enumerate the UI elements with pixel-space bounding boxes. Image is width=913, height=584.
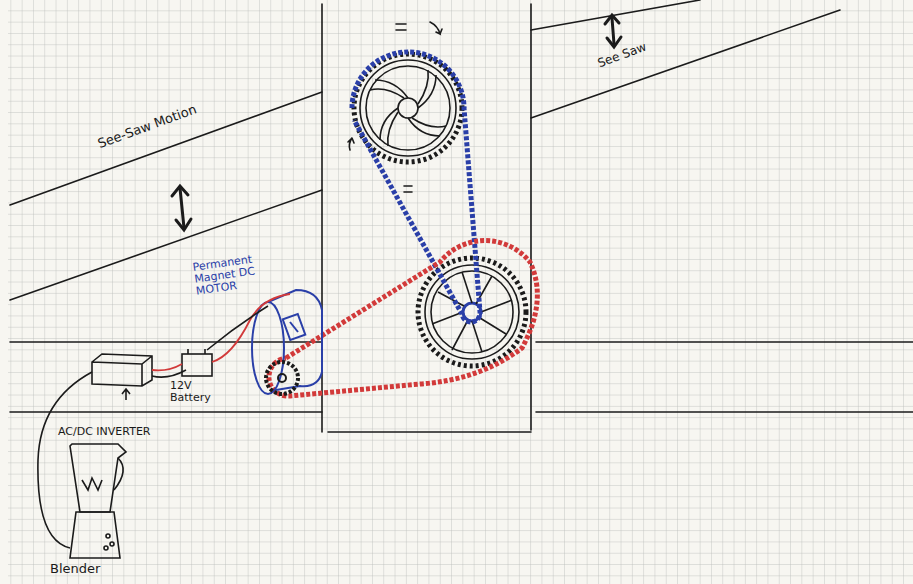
graph-paper [8,0,913,584]
inverter [92,354,152,400]
red-chain [269,241,537,397]
blue-chain [352,52,480,322]
inverter-label: AC/DC INVERTER [58,426,150,438]
blender-label: Blender [50,562,100,576]
battery [182,349,212,376]
blender [70,444,126,558]
battery-label: 12V Battery [170,380,218,404]
